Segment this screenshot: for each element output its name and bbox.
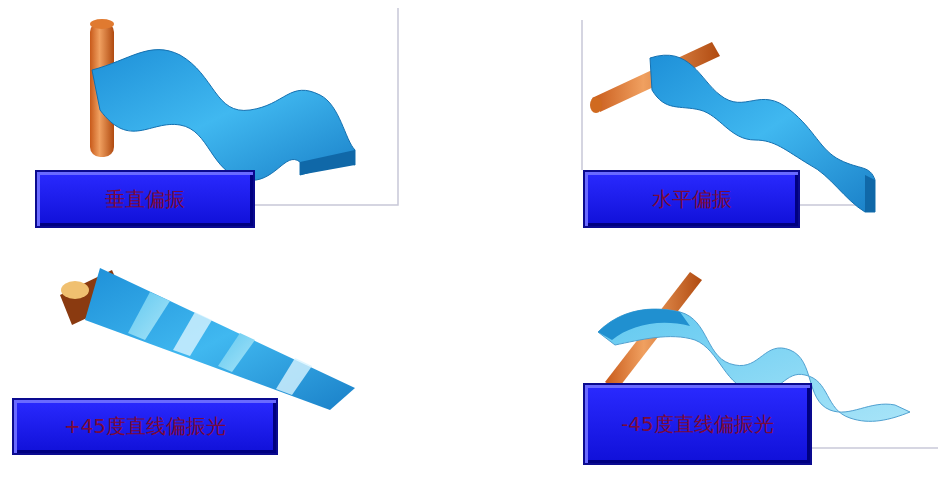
label-box: -45度直线偏振光 [583,383,812,465]
box-label: 垂直偏振 [105,187,185,212]
box-label: +45度直线偏振光 [64,414,226,439]
label-box: +45度直线偏振光 [12,398,278,455]
label-box: 垂直偏振 [35,170,255,228]
box-label: 水平偏振 [652,187,732,212]
label-box: 水平偏振 [583,170,800,228]
vertical-wave [90,19,355,180]
plus45-band [60,268,355,410]
frame-lines [255,8,938,448]
box-label: -45度直线偏振光 [621,412,774,437]
